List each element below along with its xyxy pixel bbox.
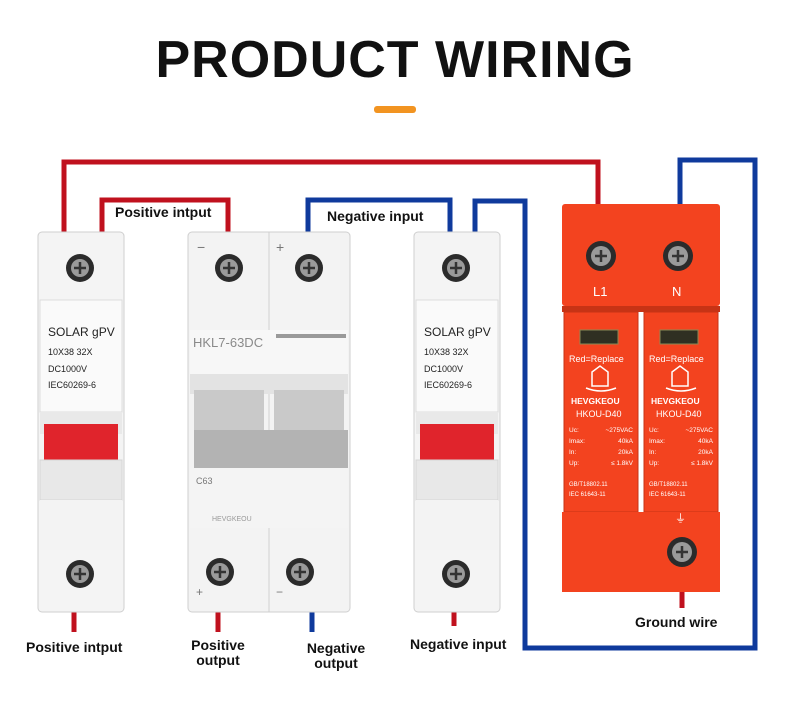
screw-terminal-icon	[66, 254, 94, 282]
spd-spec-value: 40kA	[698, 438, 713, 445]
spd-spec-label: In:	[569, 449, 576, 456]
spd-spec-value: 20kA	[618, 449, 633, 456]
spd-standard-1: GB/T18802.11	[569, 482, 608, 488]
brand-logo-icon	[585, 365, 617, 392]
fuse-holder-left: SOLAR gPV 10X38 32X DC1000V IEC60269-6	[37, 231, 125, 613]
brand-logo-icon	[665, 365, 697, 392]
screw-terminal-icon	[442, 254, 470, 282]
spd-terminal-n: N	[672, 284, 681, 299]
breaker-plus-sign: +	[276, 239, 284, 255]
spd-spec-value: 40kA	[618, 438, 633, 445]
wire-negative-to-spd	[472, 157, 758, 651]
label-positive-output: Positive output	[191, 637, 245, 668]
screw-terminal-icon	[215, 254, 243, 282]
spd-standard-2: IEC 61643-11	[569, 492, 606, 498]
label-negative-output: Negative output	[306, 640, 366, 671]
surge-protector: L1 N Red=Replace HEVGKEOU HKOU-D40 Red=R…	[562, 204, 720, 592]
spd-replace-text: Red=Replace	[649, 354, 704, 364]
screw-terminal-icon	[286, 558, 314, 586]
title-accent-bar	[374, 106, 416, 113]
spd-replace-text: Red=Replace	[569, 354, 624, 364]
spd-spec-label: Up:	[569, 460, 579, 467]
page-title: PRODUCT WIRING	[155, 31, 635, 89]
label-negative-input: Negative input	[410, 636, 507, 652]
fuse-label-line3: DC1000V	[48, 364, 87, 374]
spd-terminal-l1: L1	[593, 284, 607, 299]
fuse-indicator-window	[420, 424, 494, 460]
breaker-minus-sign: −	[197, 239, 205, 255]
breaker-plus-bottom: +	[196, 585, 203, 599]
fuse-holder-right: SOLAR gPV 10X38 32X DC1000V IEC60269-6	[413, 231, 501, 613]
spd-standard-1: GB/T18802.11	[649, 482, 688, 488]
fuse-label-line4: IEC60269-6	[424, 380, 472, 390]
wire-negative-input-top	[305, 197, 453, 238]
spd-spec-value: ~275VAC	[685, 427, 713, 434]
spd-spec-label: Uc:	[649, 427, 659, 434]
screw-terminal-icon	[663, 241, 693, 271]
spd-model: HKOU-D40	[576, 409, 622, 419]
spd-spec-label: In:	[649, 449, 656, 456]
fuse-label-line2: 10X38 32X	[48, 347, 93, 357]
spd-brand: HEVGKEOU	[651, 396, 700, 406]
dc-breaker: − + HKL7-63DC C63 HEVGKEOU + −	[187, 231, 351, 613]
spd-spec-value: 20kA	[698, 449, 713, 456]
spd-spec-label: Imax:	[569, 438, 585, 445]
screw-terminal-icon	[442, 560, 470, 588]
spd-spec-label: Uc:	[569, 427, 579, 434]
screw-terminal-icon	[295, 254, 323, 282]
spd-standard-2: IEC 61643-11	[649, 492, 686, 498]
spd-brand: HEVGKEOU	[571, 396, 620, 406]
fuse-label-line3: DC1000V	[424, 364, 463, 374]
fuse-label-line2: 10X38 32X	[424, 347, 469, 357]
label-ground-wire: Ground wire	[635, 614, 718, 630]
label-top-positive-input: Positive intput	[112, 205, 215, 220]
screw-terminal-icon	[586, 241, 616, 271]
ground-icon: ⏚	[675, 512, 686, 525]
spd-spec-label: Imax:	[649, 438, 665, 445]
fuse-label-line4: IEC60269-6	[48, 380, 96, 390]
breaker-brand: HEVGKEOU	[212, 516, 252, 523]
breaker-rating: C63	[196, 476, 213, 486]
label-positive-intput: Positive intput	[26, 639, 123, 655]
breaker-minus-bottom: −	[276, 585, 283, 599]
fuse-label-line1: SOLAR gPV	[48, 325, 115, 339]
screw-terminal-icon	[66, 560, 94, 588]
spd-spec-value: ~275VAC	[605, 427, 633, 434]
label-top-negative-input: Negative input	[324, 209, 427, 224]
fuse-label-line1: SOLAR gPV	[424, 325, 491, 339]
spd-model: HKOU-D40	[656, 409, 702, 419]
spd-spec-value: ≤ 1.8kV	[691, 460, 714, 467]
spd-spec-label: Up:	[649, 460, 659, 467]
breaker-model: HKL7-63DC	[193, 335, 263, 350]
fuse-indicator-window	[44, 424, 118, 460]
wire-positive-input-top	[99, 197, 231, 238]
spd-spec-value: ≤ 1.8kV	[611, 460, 634, 467]
screw-terminal-icon	[667, 537, 697, 567]
screw-terminal-icon	[206, 558, 234, 586]
